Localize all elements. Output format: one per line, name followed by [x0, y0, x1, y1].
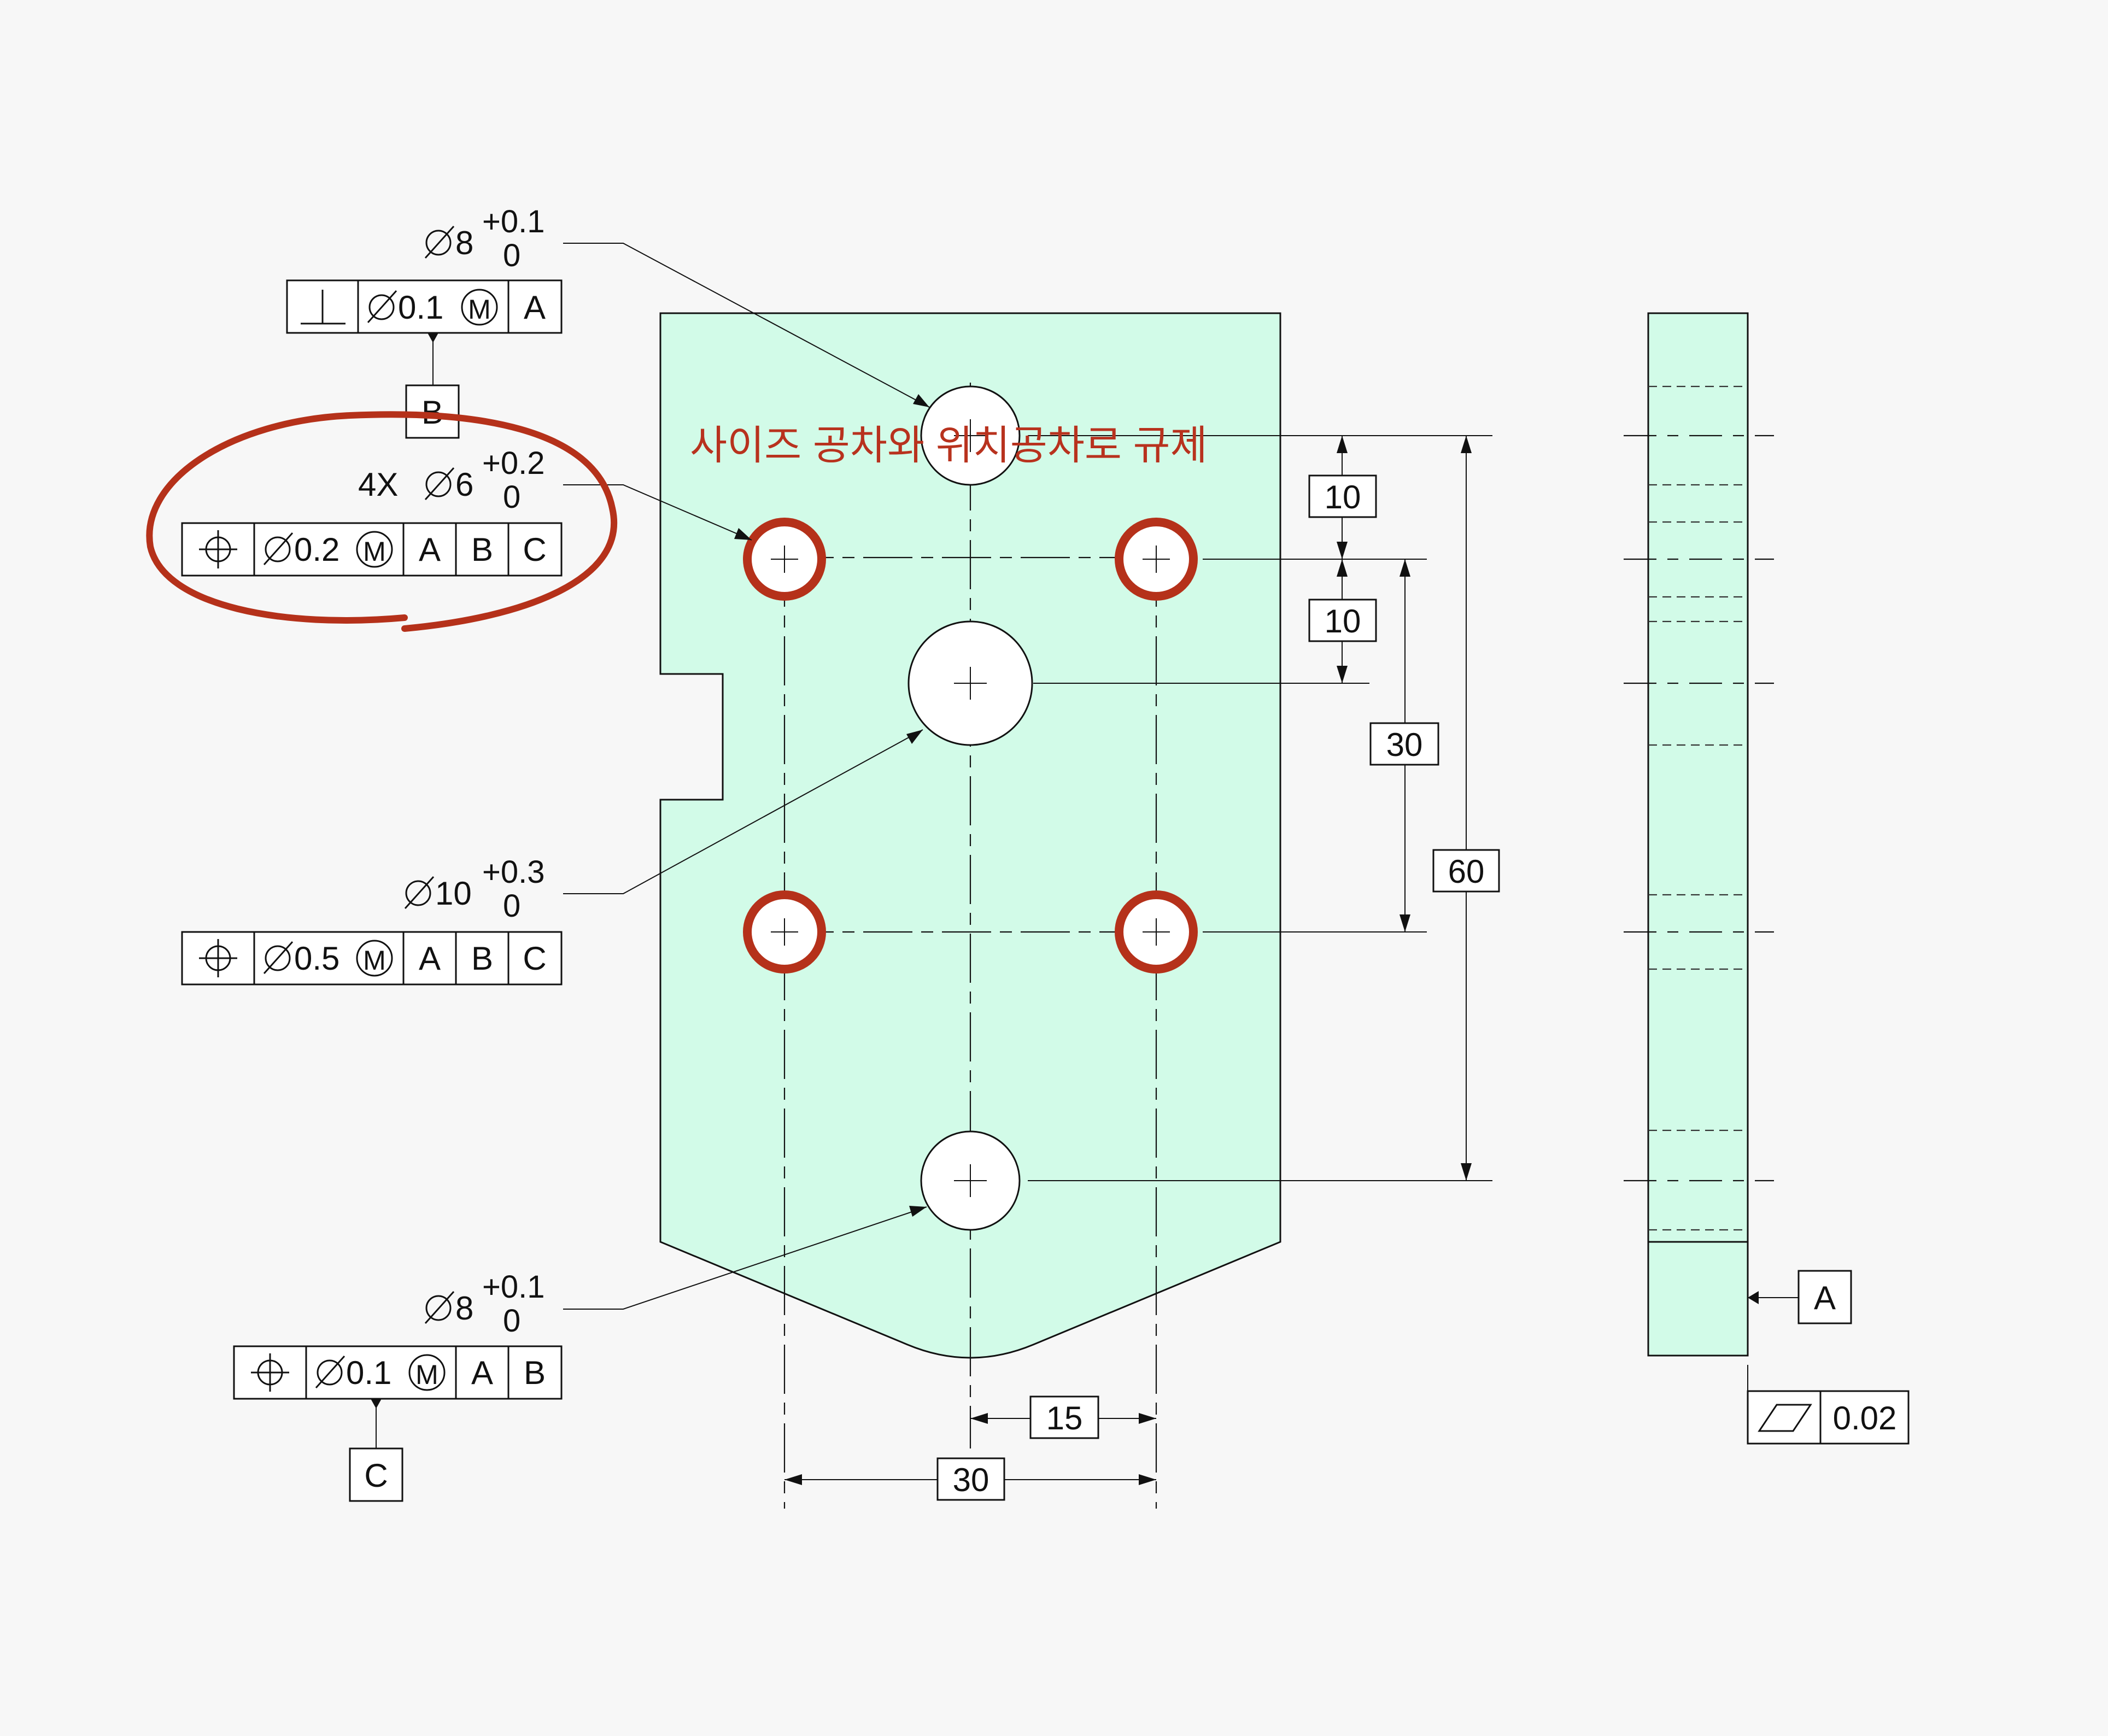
hole-center-marks [771, 419, 1170, 1197]
diameter-icon [424, 467, 455, 501]
svg-text:+0.3: +0.3 [482, 854, 545, 890]
datum-a-symbol: A [1748, 1270, 1852, 1324]
svg-text:0.1: 0.1 [398, 289, 443, 326]
callout-small-holes: 4X 6 +0.2 0 [358, 445, 545, 515]
svg-text:8: 8 [455, 1290, 473, 1327]
svg-text:A: A [524, 289, 546, 326]
callout-center-hole: 10 +0.3 0 [404, 854, 545, 924]
svg-text:0: 0 [503, 479, 520, 515]
dimension-10-second: 10 [1308, 599, 1377, 642]
mmc-modifier-icon [356, 940, 393, 977]
svg-text:+0.2: +0.2 [482, 445, 545, 481]
svg-text:B: B [471, 940, 493, 977]
diameter-icon [424, 1291, 455, 1324]
svg-text:6: 6 [455, 466, 473, 503]
leader-lines [563, 243, 930, 1310]
highlight-ellipse [146, 411, 618, 632]
svg-text:8: 8 [455, 225, 473, 261]
side-view [1624, 312, 1774, 1357]
diameter-icon [263, 941, 294, 975]
callout-top-hole: 8 +0.1 0 [424, 204, 545, 273]
diameter-icon [424, 225, 455, 259]
svg-text:+0.1: +0.1 [482, 204, 545, 239]
svg-text:M: M [415, 1359, 438, 1390]
svg-text:A: A [419, 531, 441, 568]
mmc-modifier-icon [356, 531, 393, 568]
svg-text:0.1: 0.1 [346, 1354, 391, 1391]
highlight-rings [743, 518, 1198, 973]
svg-text:C: C [523, 531, 546, 568]
highlight-ring-top-left [743, 518, 826, 601]
highlight-ring-bottom-left [743, 890, 826, 973]
svg-text:C: C [523, 940, 546, 977]
svg-text:10: 10 [435, 875, 472, 912]
svg-text:A: A [1814, 1280, 1836, 1316]
dimension-10-top: 10 [1308, 474, 1377, 518]
svg-text:0.5: 0.5 [294, 940, 339, 977]
mmc-modifier-icon [408, 1354, 446, 1391]
svg-text:M: M [468, 294, 491, 325]
svg-text:+0.1: +0.1 [482, 1269, 545, 1305]
position-icon [199, 530, 237, 568]
fcf-bottom-hole: 0.1 M A B C [233, 1345, 563, 1502]
center-lines [783, 383, 1159, 1509]
callout-bottom-hole: 8 +0.1 0 [424, 1269, 545, 1339]
perpendicularity-icon [301, 290, 346, 325]
annotation-note: 사이즈 공차와 위치공차로 규제 [690, 423, 1208, 468]
svg-text:30: 30 [1386, 726, 1423, 763]
diameter-icon [404, 876, 435, 910]
svg-text:0: 0 [503, 888, 520, 924]
svg-text:4X: 4X [358, 466, 398, 503]
svg-text:A: A [419, 940, 441, 977]
svg-text:B: B [471, 531, 493, 568]
fcf-center-hole: 0.5 M A B C [181, 931, 563, 986]
flatness-icon [1758, 1404, 1812, 1432]
flatness-control-frame: 0.02 [1747, 1365, 1910, 1445]
diameter-icon [263, 532, 294, 566]
svg-text:B: B [524, 1354, 546, 1391]
fcf-small-holes: 0.2 M A B C [181, 522, 563, 577]
dimension-15: 15 [1029, 1395, 1099, 1439]
svg-text:10: 10 [1325, 479, 1361, 515]
highlight-ring-top-right [1115, 518, 1198, 601]
svg-text:30: 30 [953, 1462, 989, 1498]
dimension-30-vertical: 30 [1369, 722, 1439, 766]
svg-text:A: A [471, 1354, 493, 1391]
svg-text:M: M [363, 945, 386, 976]
svg-text:0.2: 0.2 [294, 531, 339, 568]
dimension-60: 60 [1432, 849, 1500, 893]
position-icon [251, 1353, 289, 1392]
svg-text:0: 0 [503, 238, 520, 273]
position-icon [199, 939, 237, 977]
svg-text:M: M [363, 536, 386, 567]
dimension-30-horizontal: 30 [936, 1457, 1005, 1501]
mmc-modifier-icon [461, 289, 498, 326]
svg-text:0.02: 0.02 [1833, 1400, 1897, 1436]
svg-text:C: C [364, 1457, 388, 1494]
svg-text:0: 0 [503, 1303, 520, 1339]
diameter-icon [367, 290, 397, 324]
highlight-ring-bottom-right [1115, 890, 1198, 973]
svg-text:10: 10 [1325, 603, 1361, 640]
diameter-icon [315, 1355, 346, 1389]
svg-text:60: 60 [1448, 853, 1485, 890]
vertical-dimensions [1028, 435, 1492, 1181]
svg-text:15: 15 [1046, 1400, 1083, 1436]
